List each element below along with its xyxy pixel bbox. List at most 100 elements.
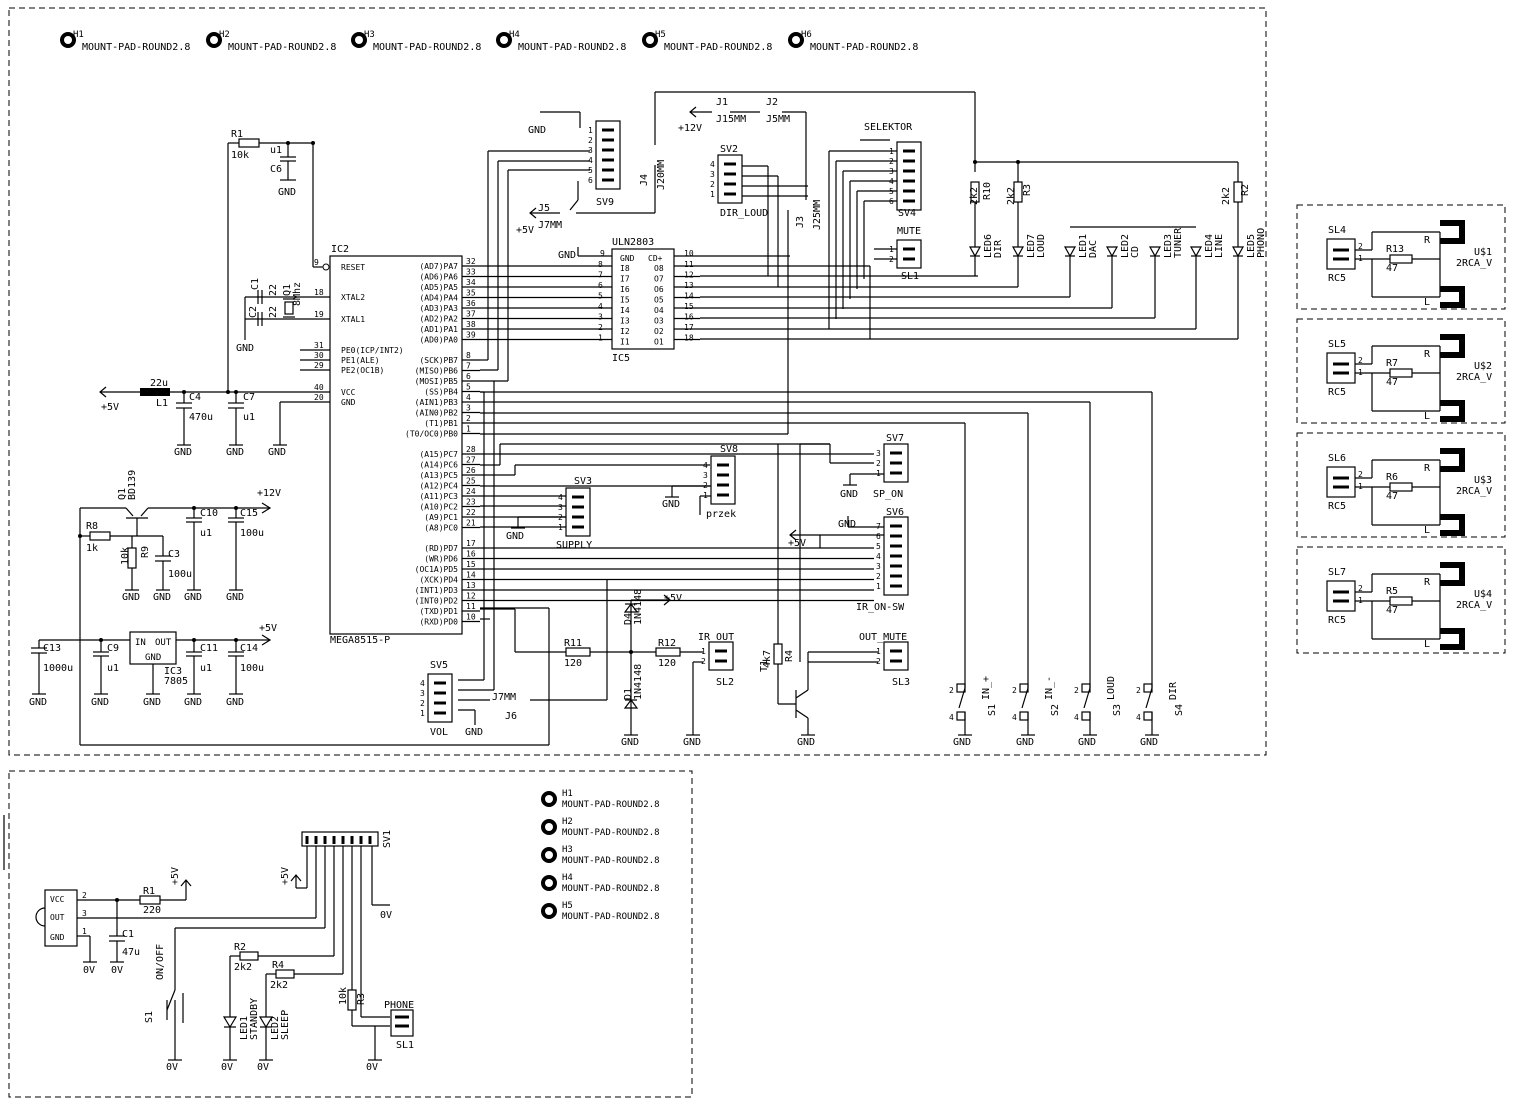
rca-r-ref: R7 [1386,358,1398,369]
header-pin-num: 2 [420,699,425,708]
header-pin-num: 2 [876,657,881,666]
rca-pin-num: 2 [1358,584,1363,593]
d1-gnd: GND [621,737,639,748]
led-icon [1063,246,1077,297]
led-name: LOUD [1036,234,1047,258]
c4-value: 470u [189,412,213,423]
rca-rc: RC5 [1328,387,1346,398]
sv6-ref: SV6 [886,507,904,518]
wire [958,687,966,709]
uln-in-num: 5 [598,292,603,301]
mount-pad-ref: H3 [364,30,375,40]
mcu-pin-num: 39 [466,331,476,340]
remote-led1-value: STANDBY [249,998,260,1040]
push-switches: 24IN_+S1GND24IN_-S2GND24LOUDS3GND24DIRS4… [949,676,1185,748]
switch-pin-num: 4 [1136,713,1141,722]
mcu-pin-name: PE1(ALE) [341,356,380,365]
r11-ref: R11 [564,638,582,649]
rca-header [1326,238,1356,270]
header-pin-num: 4 [420,679,425,688]
mount-pad-ref: H4 [562,873,573,883]
mcu-pin-name: XTAL1 [341,315,365,324]
uln-out-num: 18 [684,334,694,343]
svg-text:1: 1 [82,927,87,936]
sv4-header [896,141,922,211]
uln-out-name: O8 [654,264,664,273]
mount-pad-ref: H3 [562,845,573,855]
led-icon [1231,246,1245,339]
mcu-pin-num: 33 [466,268,476,277]
header-pin-num: 6 [588,176,593,185]
mcu-pin-num: 28 [466,445,476,454]
r9-ref: R9 [140,546,151,558]
switch-name: DIR [1168,681,1179,700]
uln-in-num: 6 [598,281,603,290]
remote-r1-value: 220 [143,905,161,916]
rca-r-value: 47 [1386,605,1398,616]
sv1-ref: SV1 [382,830,393,848]
uln-out-name: O4 [654,306,664,315]
mcu-pin-num: 35 [466,289,476,298]
switch-gnd: GND [1016,737,1034,748]
header-pin-num: 4 [703,461,708,470]
rca-u-ref: U$1 [1474,247,1492,258]
rca-sl-ref: SL4 [1328,225,1346,236]
mcu-pin-name: (A10)PC2 [419,503,458,512]
out-mute-label: OUT_MUTE [859,632,907,643]
ic3-in: IN [135,638,146,648]
push-switch-icon [956,683,972,736]
sl1-ref: SL1 [901,271,919,282]
mcu-pin-name: (TXD)PD1 [419,607,458,616]
mount-pad-value: MOUNT-PAD-ROUND2.8 [664,42,772,53]
mcu-pin-name: (A12)PC4 [419,482,458,491]
uln-in-num: 4 [598,302,603,311]
sv6-header [883,516,909,596]
c3-ref: C3 [168,549,180,560]
mcu-pin-name: (AD2)PA2 [419,315,458,324]
switch-pin-num: 2 [1074,686,1079,695]
led-ref: LED3 [1163,234,1174,258]
switch-pin-num: 4 [949,713,954,722]
mcu-pin-num: 29 [314,361,324,370]
vcc-input-label: +5V [101,402,119,413]
r10-ref: R10 [982,182,993,200]
mount-pad-value: MOUNT-PAD-ROUND2.8 [562,912,660,922]
mute-header [896,239,922,269]
power-section: Q1 BD139 +12V R8 1k 10k R9 C3 100u GND G… [29,470,549,746]
mcu-pin-num: 12 [466,592,476,601]
mcu-pin-num: 13 [466,581,476,590]
phone-sl1-ref: SL1 [396,1040,414,1051]
sv6-gnd: GND [838,519,856,530]
mcu-pin-num: 36 [466,299,476,308]
d1-value: 1N4148 [633,664,644,700]
push-switch-icon [1019,683,1035,736]
uln-in-num: 8 [598,260,603,269]
header-pin-num: 3 [703,471,708,480]
phone-connector [390,1009,414,1037]
rca-u-value: 2RCA_V [1456,486,1492,497]
mcu-pin-name: (A9)PC1 [424,513,458,522]
ic5-gnd-pin: GND [620,254,635,263]
j2-ref: J2 [766,97,778,108]
t1-ref: T1 [759,660,770,672]
sv5-ref: SV5 [430,660,448,671]
wire [795,709,809,719]
led-icon [968,246,982,276]
switch-ref: S3 [1112,704,1123,716]
sv8-gnd: GND [662,499,680,510]
mount-pad-value: MOUNT-PAD-ROUND2.8 [82,42,190,53]
switch-gnd: GND [1140,737,1158,748]
mcu-pin-num: 11 [466,602,476,611]
mount-pad-ref: H5 [562,901,573,911]
r4-ref: R4 [784,650,795,662]
mcu-pin-num: 15 [466,560,476,569]
mcu-pin-num: 26 [466,466,476,475]
uln-in-name: I6 [620,285,630,294]
remote-r4-ref: R4 [272,960,284,971]
sl2-header [708,641,734,671]
j3-ref: J3 [795,216,806,228]
j1-value: J15MM [716,114,746,125]
header-pin-num: 4 [588,156,593,165]
mount-pad-value: MOUNT-PAD-ROUND2.8 [228,42,336,53]
